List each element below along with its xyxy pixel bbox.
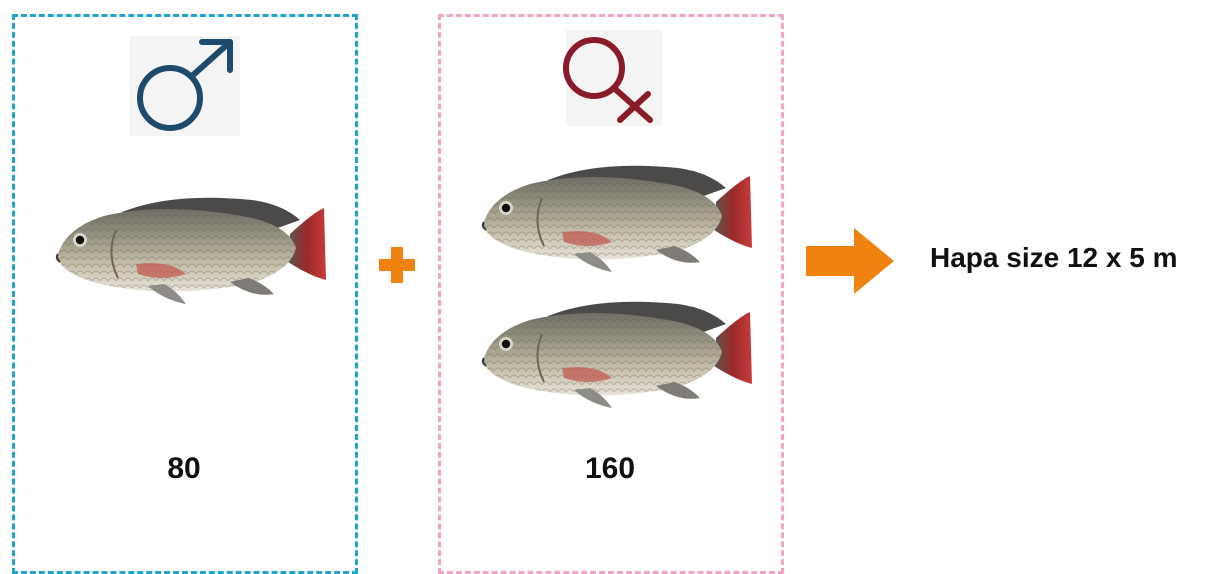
female-symbol-icon — [556, 28, 666, 128]
female-fish-image — [478, 158, 758, 280]
male-count: 80 — [124, 452, 244, 486]
plus-icon — [376, 244, 418, 286]
male-fish-image — [52, 190, 332, 312]
hapa-size-label: Hapa size 12 x 5 m — [930, 242, 1177, 274]
female-fish-image — [478, 294, 758, 416]
male-symbol-icon — [130, 36, 240, 136]
arrow-right-icon — [804, 226, 896, 296]
female-count: 160 — [550, 452, 670, 486]
